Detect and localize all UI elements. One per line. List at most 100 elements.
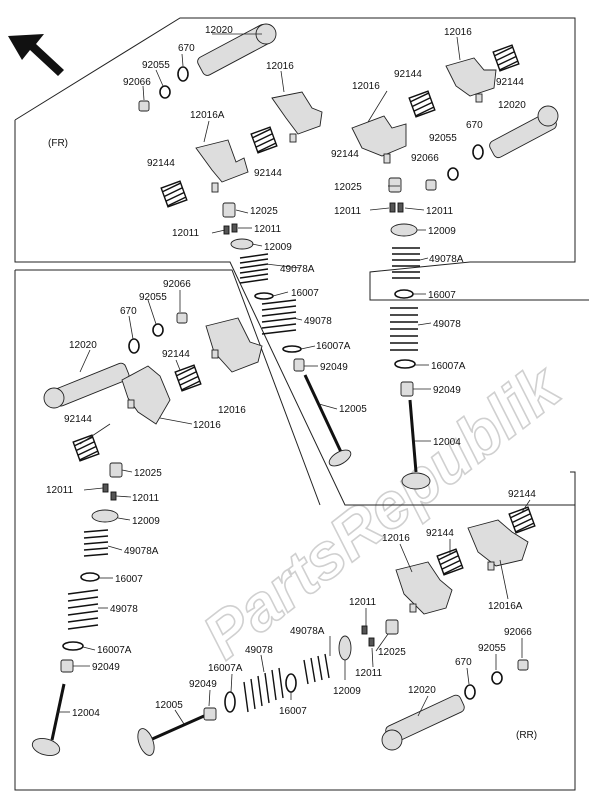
spring-92144-left-a bbox=[174, 364, 202, 392]
callout: 92049 bbox=[320, 362, 348, 373]
ring-92055-top-right bbox=[447, 167, 459, 181]
seat-16007-bottom bbox=[285, 673, 297, 693]
valve-12004-top-right bbox=[401, 399, 431, 490]
rocker-arm-12016-top-right-b bbox=[445, 57, 497, 103]
callout: 16007A bbox=[316, 341, 351, 352]
retainer-12009-top-left bbox=[230, 238, 254, 250]
callout: 92144 bbox=[426, 528, 454, 539]
callout: 49078A bbox=[280, 264, 315, 275]
callout: 16007 bbox=[428, 290, 456, 301]
callout: 16007A bbox=[431, 361, 466, 372]
seat-16007A-left bbox=[62, 641, 84, 651]
rocker-arm-12016-top-right-a bbox=[351, 115, 407, 164]
callout: 12016 bbox=[218, 405, 246, 416]
callout: 16007A bbox=[208, 663, 243, 674]
callout: 92055 bbox=[429, 133, 457, 144]
rocker-arm-12016-left-a bbox=[205, 317, 263, 373]
callout: 12011 bbox=[172, 228, 200, 239]
valve-12004-left bbox=[31, 683, 66, 756]
front-head-frame bbox=[14, 17, 589, 301]
callout: 670 bbox=[455, 657, 472, 668]
seal-92049-top-left bbox=[293, 358, 305, 372]
rocker-arm-12016-bottom-a bbox=[395, 561, 453, 615]
callout: 92144 bbox=[162, 349, 190, 360]
spring-92144-bottom-b bbox=[508, 506, 536, 534]
callout: 92144 bbox=[64, 414, 92, 425]
callout: 92055 bbox=[139, 292, 167, 303]
section-label-rear: (RR) bbox=[516, 730, 537, 741]
seal-92049-left bbox=[60, 659, 74, 673]
callout: 670 bbox=[466, 120, 483, 131]
callout: 49078A bbox=[290, 626, 325, 637]
seal-92049-bottom bbox=[203, 707, 217, 721]
callout: 12016 bbox=[382, 533, 410, 544]
rocker-arm-12016A-bottom bbox=[467, 519, 529, 571]
retainer-12009-left bbox=[91, 509, 119, 523]
callout: 12025 bbox=[250, 206, 278, 217]
callout: 92144 bbox=[147, 158, 175, 169]
callout: 49078 bbox=[110, 604, 138, 615]
rocker-arm-12016A-top bbox=[195, 139, 249, 193]
seat-16007A-top-right bbox=[394, 359, 416, 369]
spring-49078A-left bbox=[83, 529, 109, 557]
adjuster-12025-top-left bbox=[222, 202, 236, 218]
spring-49078A-bottom bbox=[303, 653, 330, 685]
rocker-arm-12016-top bbox=[271, 91, 323, 143]
spring-92144-top-right-a bbox=[408, 90, 436, 118]
adjuster-12025-left bbox=[109, 462, 123, 478]
seat-16007-top-left bbox=[254, 292, 274, 300]
callout: 12009 bbox=[333, 686, 361, 697]
callout: 49078 bbox=[304, 316, 332, 327]
spring-49078-left bbox=[67, 589, 99, 630]
plug-92066-top-right bbox=[425, 179, 437, 191]
callout: 12020 bbox=[498, 100, 526, 111]
cotter-12011-top-right-b bbox=[397, 202, 404, 213]
callout-labels: 12020 670 92055 92066 12016 12016A 92144… bbox=[46, 25, 536, 719]
rocker-shaft-top-right bbox=[489, 105, 559, 159]
cotter-12011-bottom-a bbox=[361, 625, 368, 635]
callout: 12009 bbox=[264, 242, 292, 253]
callout: 12011 bbox=[46, 485, 74, 496]
callout: 92049 bbox=[189, 679, 217, 690]
o-ring-670-bottom bbox=[464, 684, 476, 700]
retainer-12009-bottom bbox=[338, 635, 352, 661]
cotter-12011-left-a bbox=[102, 483, 109, 493]
callout: 16007 bbox=[279, 706, 307, 717]
callout: 92144 bbox=[331, 149, 359, 160]
callout: 12016A bbox=[488, 601, 523, 612]
spring-49078-bottom bbox=[243, 667, 284, 713]
callout: 12011 bbox=[355, 668, 383, 679]
spring-49078-top-left bbox=[261, 299, 297, 335]
rear-head-frame-lower bbox=[14, 270, 576, 791]
callout: 49078A bbox=[429, 254, 464, 265]
callout: 12025 bbox=[334, 182, 362, 193]
callout: 92144 bbox=[496, 77, 524, 88]
cotter-12011-bottom-b bbox=[368, 637, 375, 647]
cotter-12011-top-right-a bbox=[389, 202, 396, 213]
seal-92049-top-right bbox=[400, 381, 414, 397]
spring-49078A-top-left bbox=[239, 253, 269, 284]
callout: 92049 bbox=[92, 662, 120, 673]
seat-16007-left bbox=[80, 572, 100, 582]
callout: 12016 bbox=[444, 27, 472, 38]
spring-92144-top-right-b bbox=[492, 44, 520, 72]
ring-92055-left bbox=[152, 323, 164, 337]
spring-92144-top-a bbox=[160, 180, 188, 208]
callout: 12025 bbox=[134, 468, 162, 479]
callout: 49078A bbox=[124, 546, 159, 557]
cotter-12011-top-left-b bbox=[231, 223, 238, 233]
callout: 12016A bbox=[190, 110, 225, 121]
callout: 12011 bbox=[334, 206, 362, 217]
callout: 12025 bbox=[378, 647, 406, 658]
plug-92066-left bbox=[176, 312, 188, 324]
callout: 12005 bbox=[155, 700, 183, 711]
leader-lines bbox=[57, 33, 531, 725]
rocker-arm-12016-left-b bbox=[121, 365, 171, 425]
o-ring-670-left bbox=[128, 338, 140, 354]
callout: 92144 bbox=[508, 489, 536, 500]
callout: 16007A bbox=[97, 645, 132, 656]
direction-arrow-icon bbox=[8, 34, 64, 76]
rocker-shaft-left bbox=[43, 362, 130, 409]
callout: 49078 bbox=[245, 645, 273, 656]
